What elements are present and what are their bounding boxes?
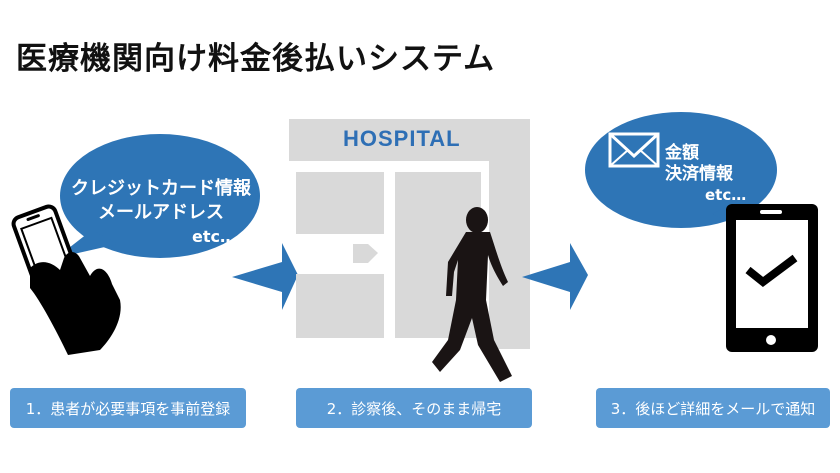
page-title: 医療機関向け料金後払いシステム: [16, 41, 496, 77]
bubble-line: メールアドレス: [98, 202, 224, 223]
bubble-line: 金額: [665, 143, 699, 163]
step-2-label: 2．診察後、そのまま帰宅: [296, 388, 532, 428]
bubble-line: 決済情報: [665, 164, 733, 184]
left-bubble-text: クレジットカード情報 メールアドレス etc…: [66, 177, 256, 249]
bubble-line: etc…: [705, 186, 747, 204]
step-3-label: 3．後ほど詳細をメールで通知: [596, 388, 830, 428]
hospital-building: [289, 119, 530, 349]
bubble-line: クレジットカード情報: [71, 178, 251, 199]
walking-person-icon: [432, 207, 512, 382]
envelope-icon: [608, 132, 660, 168]
arrow-icon: [232, 243, 298, 310]
right-bubble-text: 金額 決済情報 etc…: [665, 143, 746, 206]
smartphone-check-icon: [726, 204, 818, 352]
arrow-icon: [522, 243, 588, 310]
step-1-label: 1．患者が必要事項を事前登録: [10, 388, 246, 428]
bubble-line: etc…: [192, 227, 236, 246]
hospital-sign: HOSPITAL: [343, 126, 461, 151]
smartphone-hand-icon: [11, 204, 121, 355]
